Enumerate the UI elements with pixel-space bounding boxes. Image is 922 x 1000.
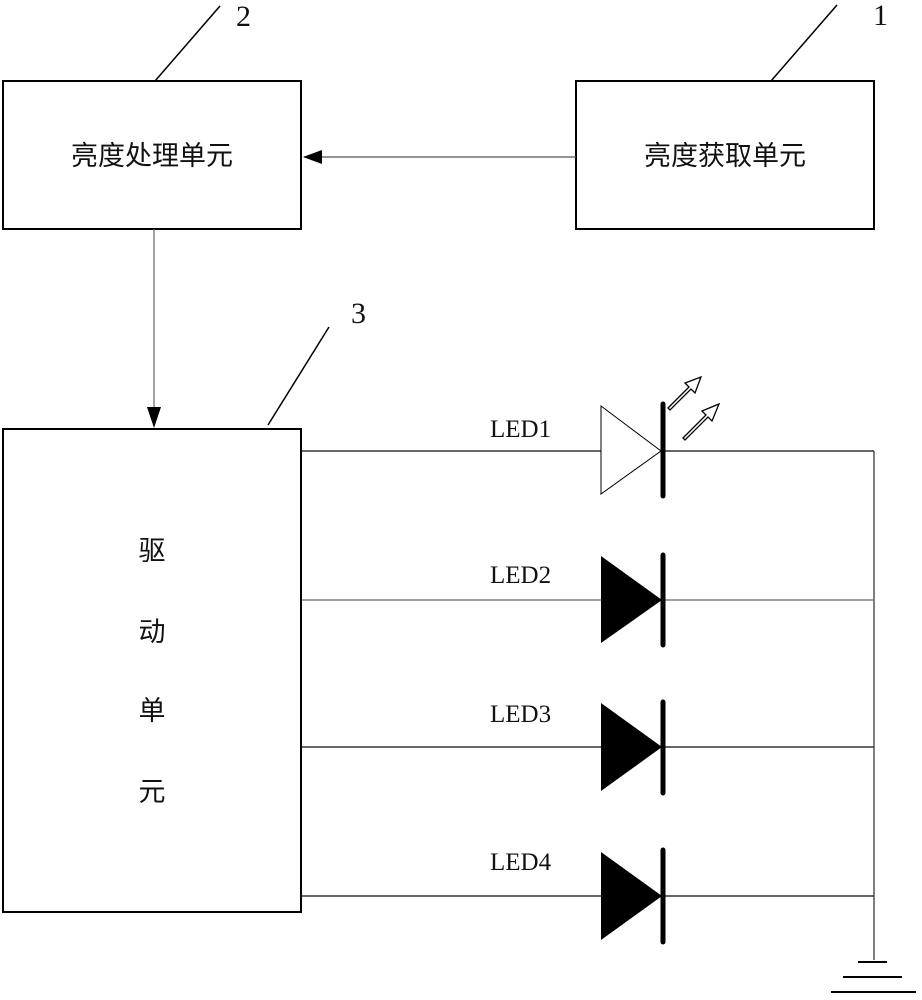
ground-icon (831, 961, 916, 993)
led4-symbol-icon (601, 847, 666, 945)
led2-symbol-icon (601, 552, 666, 648)
led1-symbol-icon (600, 375, 721, 499)
led2-label: LED2 (490, 562, 551, 589)
ref-leader-2 (154, 5, 221, 82)
processing-unit-block: 亮度处理单元 (2, 80, 302, 230)
acquisition-unit-label: 亮度获取单元 (644, 141, 806, 172)
driver-unit-block: 驱 动 单 元 (2, 428, 302, 913)
driver-unit-char-3: 单 (139, 696, 166, 727)
ref-leader-3 (267, 326, 330, 426)
led1-label: LED1 (490, 416, 551, 443)
led4-label: LED4 (490, 849, 552, 876)
ref-number-2: 2 (236, 0, 251, 33)
arrowhead-down-icon (147, 407, 161, 428)
led3-symbol-icon (601, 699, 666, 796)
driver-unit-char-4: 元 (139, 777, 166, 808)
led2-row: LED2 (302, 552, 874, 648)
ref-leader-1 (770, 4, 838, 82)
led3-row: LED3 (302, 699, 874, 796)
led1-row: LED1 (302, 375, 874, 499)
arrowhead-left-icon (303, 150, 322, 164)
processing-unit-label: 亮度处理单元 (71, 141, 233, 172)
driver-unit-char-1: 驱 (139, 536, 166, 567)
ref-number-1: 1 (873, 0, 888, 32)
acquisition-unit-block: 亮度获取单元 (575, 80, 875, 230)
led3-label: LED3 (490, 701, 551, 728)
light-emission-arrows-icon (667, 375, 721, 441)
ref-number-3: 3 (351, 297, 366, 330)
driver-unit-char-2: 动 (139, 617, 166, 648)
led4-row: LED4 (302, 847, 874, 945)
